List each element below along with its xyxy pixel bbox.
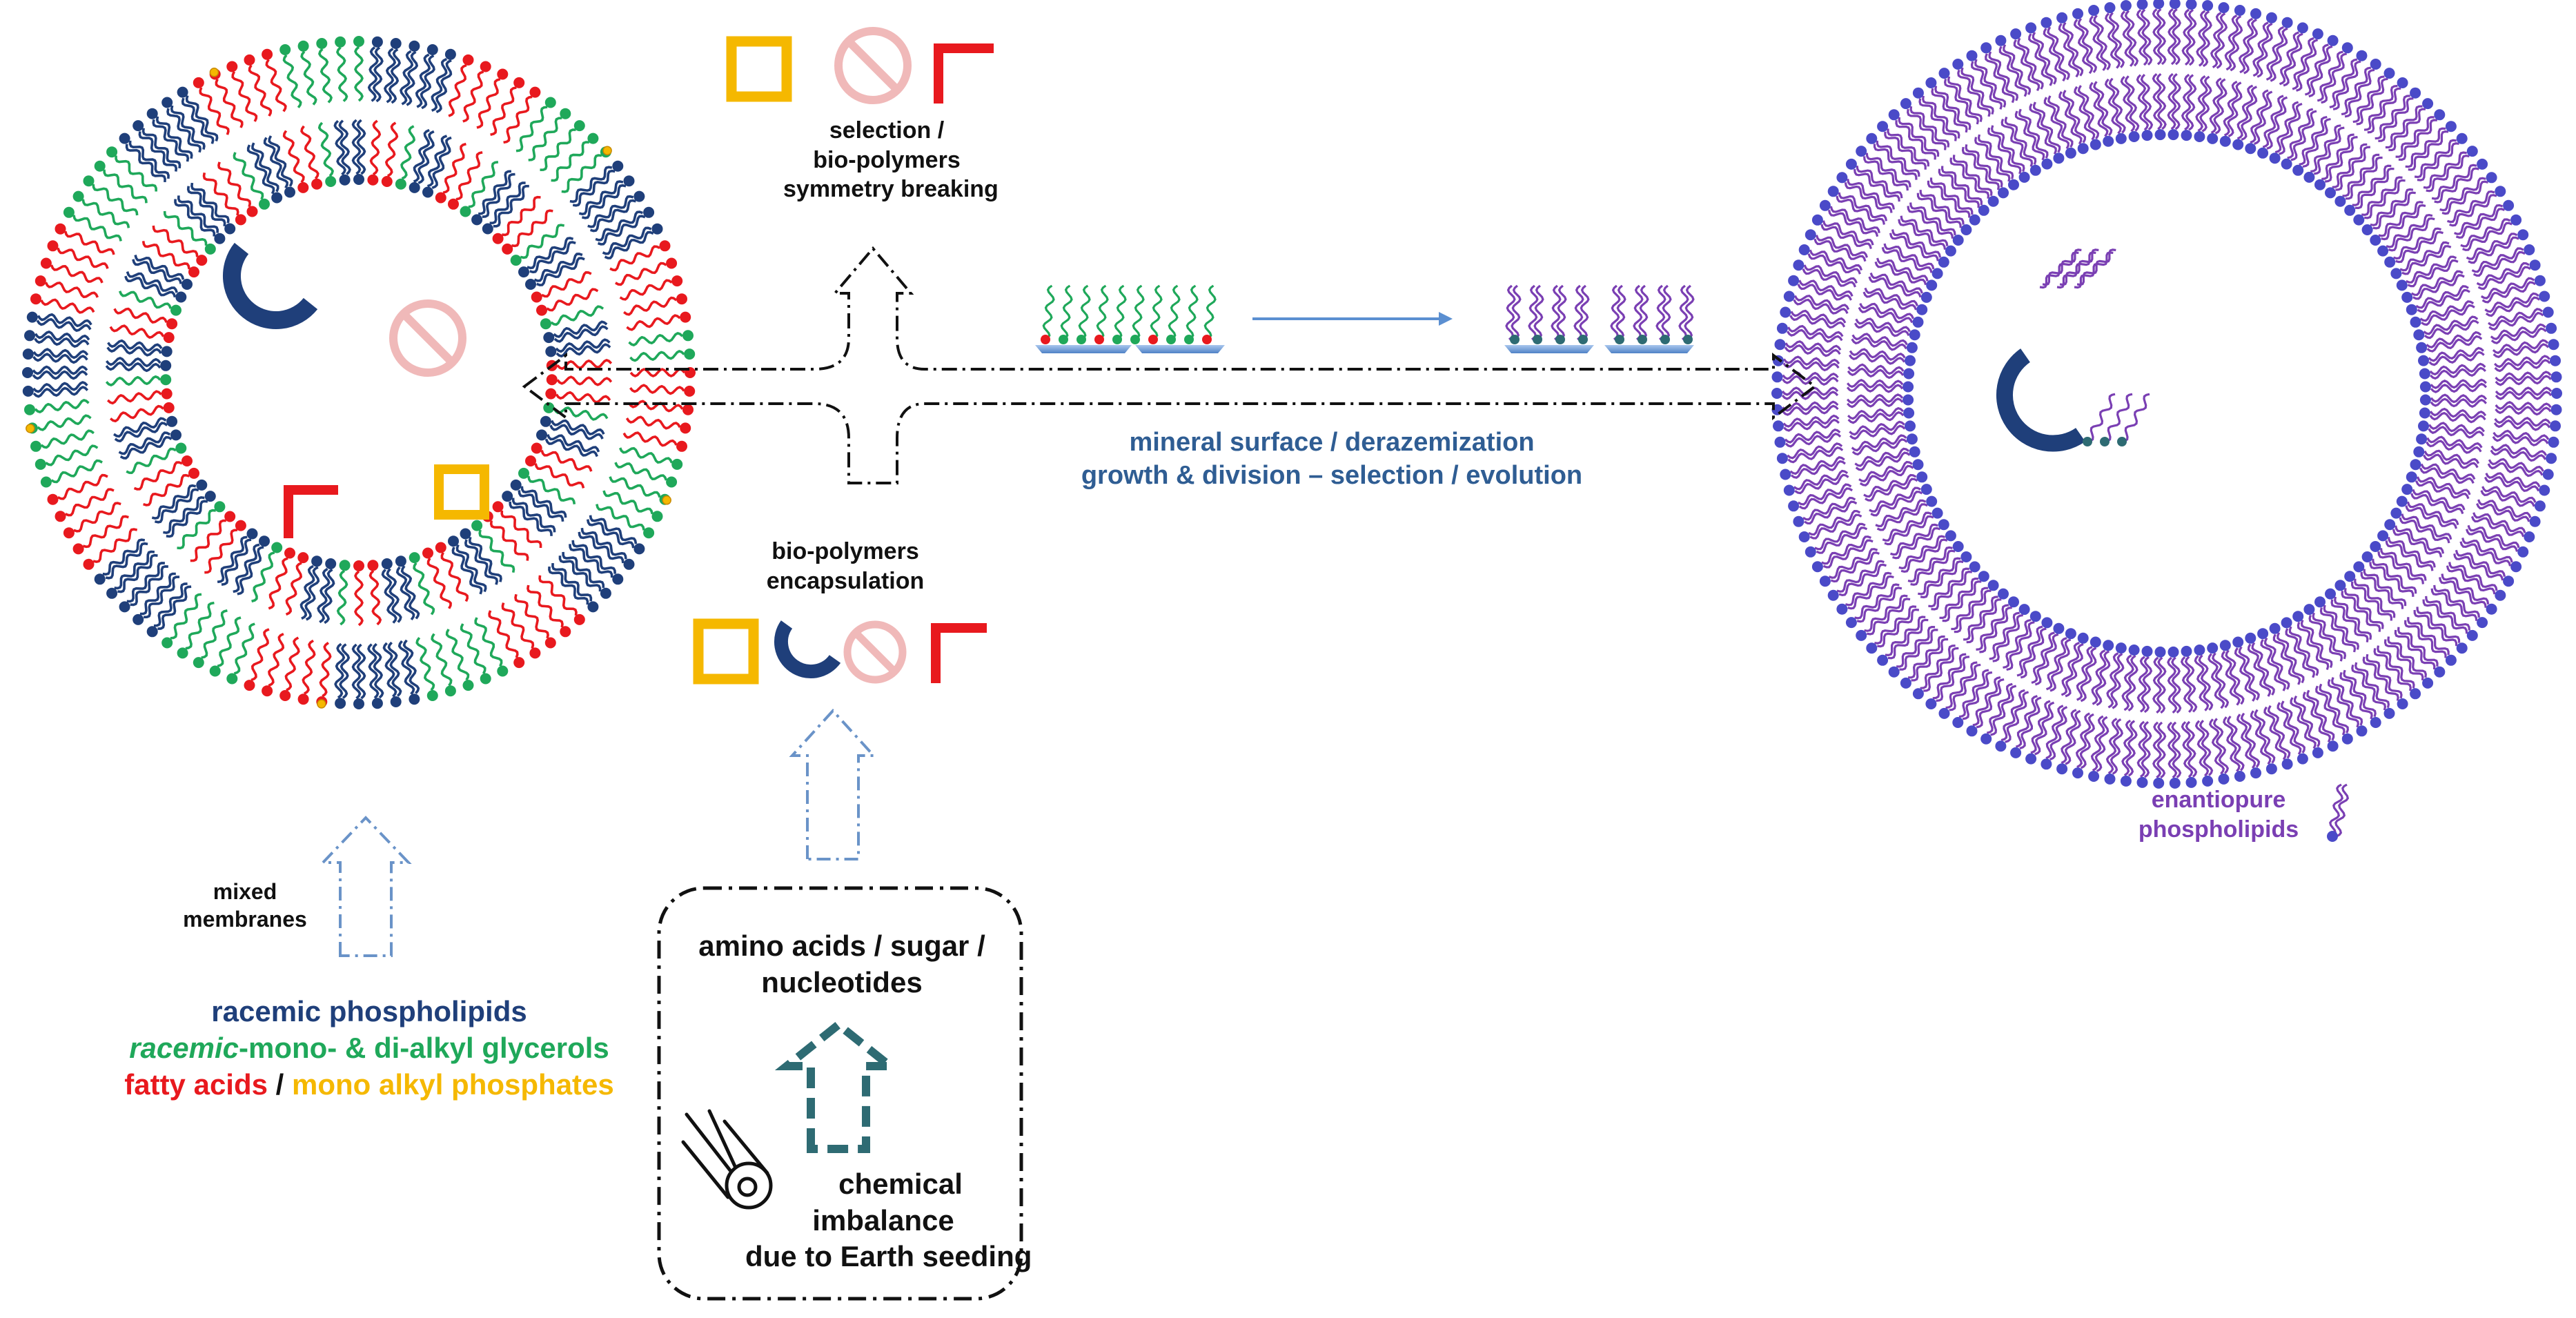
legend-acids-line: fatty acids / mono alkyl phosphates [41, 1067, 697, 1103]
enantiopure-vesicle [1771, 0, 2562, 789]
legend-fatty-acids: fatty acids [124, 1068, 268, 1101]
red-corner-icon [931, 623, 987, 683]
forbidden-sign-icon [843, 620, 907, 684]
enantio-line2: phospholipids [2138, 816, 2299, 843]
meteor-icon [681, 1109, 773, 1210]
main-path-label: mineral surface / derazemization growth … [1021, 426, 1642, 492]
seeding-arrow [789, 709, 877, 860]
navy-crescent-icon [774, 620, 841, 678]
top-branch-line3: symmetry breaking [783, 176, 999, 202]
red-corner-icon [934, 43, 994, 104]
box-chem1: chemical [838, 1168, 963, 1200]
box-line2: nucleotides [761, 965, 923, 999]
yellow-square-icon [726, 36, 792, 102]
bottom-branch-line1: bio-polymers [771, 538, 919, 564]
bottom-branch-label: bio-polymers encapsulation [756, 537, 935, 596]
top-branch-line2: bio-polymers [813, 146, 961, 173]
top-branch-label: selection / bio-polymers symmetry breaki… [783, 116, 999, 204]
mixed-membranes-label: mixed membranes [176, 878, 314, 933]
yellow-square-icon [693, 618, 759, 685]
legend-racemic-phospholipids: racemic phospholipids [211, 995, 527, 1027]
mixed-membrane-vesicle [22, 36, 696, 709]
red-corner-icon [284, 485, 338, 538]
forbidden-sign-icon [389, 299, 466, 377]
box-chem3: due to Earth seeding [745, 1240, 1032, 1272]
main-pathway-arrow [522, 246, 1818, 484]
enantiopure-label: enantiopure phospholipids [2115, 785, 2322, 844]
legend-mono-di: -mono- & di-alkyl glycerols [239, 1031, 609, 1064]
mineral-surface-racemic [1035, 284, 1225, 353]
enantiopure-phospholipid-glyph [2327, 783, 2350, 842]
bottom-branch-line2: encapsulation [766, 567, 925, 594]
mineral-surface-enantiopure [1504, 284, 1695, 353]
mixed-membranes-arrow [319, 816, 412, 957]
mixed-line2: membranes [183, 907, 307, 932]
box-chem2: imbalance [812, 1203, 954, 1237]
top-branch-line1: selection / [829, 117, 945, 144]
box-chem-label: chemical imbalance due to Earth seeding [745, 1166, 1032, 1275]
mixed-line1: mixed [213, 879, 277, 904]
derazemization-arrow [1252, 312, 1453, 326]
yellow-square-icon [434, 464, 489, 520]
bottom-icon-row [693, 618, 987, 685]
top-icon-row [726, 27, 994, 104]
box-line1: amino acids / sugar / [698, 930, 985, 962]
adsorbed-lipids-racemic [1041, 284, 1217, 344]
legend-slash: / [267, 1068, 292, 1101]
navy-crescent-icon [223, 242, 318, 330]
adsorbed-lipids-enantiopure [1505, 284, 1695, 344]
lipid-legend: racemic phospholipids racemic-mono- & di… [41, 994, 697, 1103]
enantio-line1: enantiopure [2151, 787, 2286, 813]
earth-seeding-box [657, 886, 1023, 1301]
box-top-label: amino acids / sugar / nucleotides [680, 928, 1004, 1001]
main-path-line2: growth & division – selection / evolutio… [1081, 460, 1583, 490]
forbidden-sign-icon [834, 27, 912, 104]
legend-racemic-word: racemic [129, 1031, 239, 1064]
main-path-line1: mineral surface / derazemization [1129, 428, 1535, 457]
legend-glycerols: racemic-mono- & di-alkyl glycerols [41, 1030, 697, 1067]
chemical-imbalance-arrow [774, 1019, 903, 1153]
legend-mono-alkyl: mono alkyl phosphates [292, 1068, 614, 1101]
